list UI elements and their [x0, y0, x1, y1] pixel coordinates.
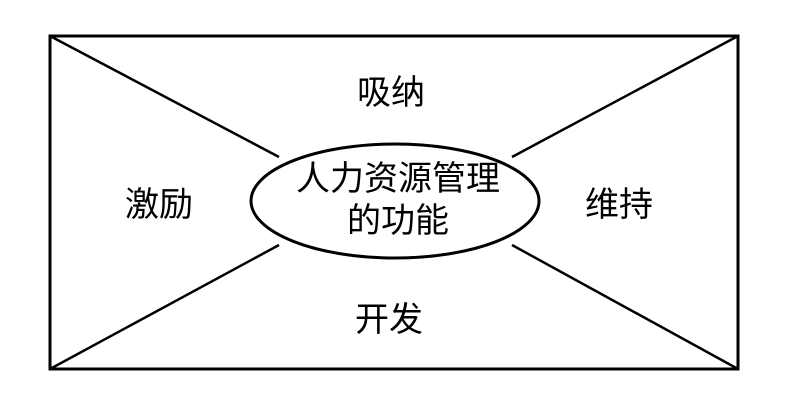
label-absorb: 吸纳 — [357, 73, 425, 113]
diagonal-bottom-right — [511, 243, 739, 371]
outer-frame — [48, 34, 740, 371]
label-develop: 开发 — [355, 300, 423, 340]
center-title: 人力资源管理 的功能 — [258, 158, 538, 242]
diagonal-bottom-left — [49, 243, 280, 371]
center-title-line1: 人力资源管理 — [296, 159, 500, 199]
center-title-line2: 的功能 — [347, 201, 449, 241]
label-maintain: 维持 — [585, 185, 653, 225]
diagonal-top-right — [511, 34, 739, 159]
diagonal-top-left — [49, 34, 280, 159]
label-motivate: 激励 — [125, 185, 193, 225]
center-ellipse — [249, 142, 541, 260]
